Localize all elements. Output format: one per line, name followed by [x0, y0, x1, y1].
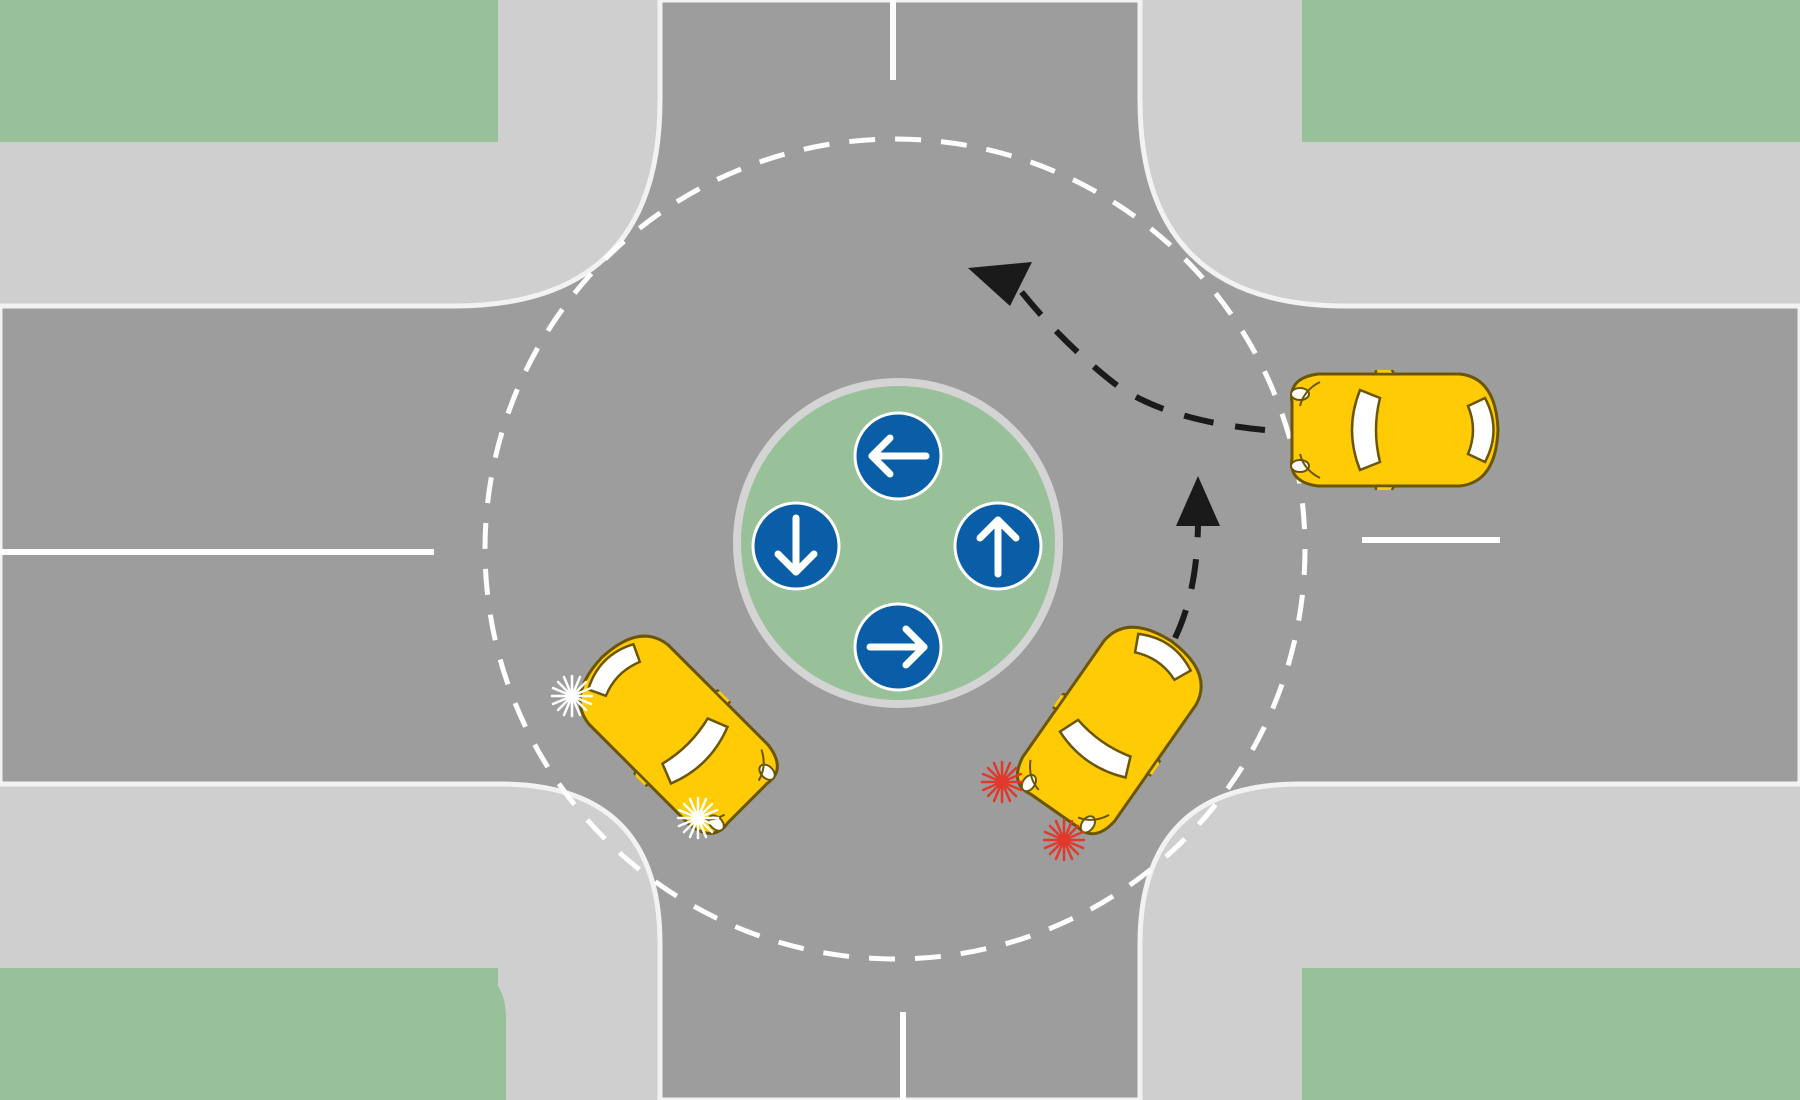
circulating-path-arrowhead: [1176, 476, 1220, 526]
arrow-right-icon: [866, 625, 928, 669]
grass-bottom-left: [0, 968, 506, 1100]
roundabout-dashed-ring: [482, 136, 1308, 962]
grass-top-right: [1302, 0, 1800, 142]
sign-up-arrow: [953, 501, 1043, 591]
arrow-left-icon: [868, 434, 930, 478]
indicator-flash-red-rear: [1042, 818, 1086, 862]
entry-path-arrowhead: [968, 262, 1032, 306]
central-island: [733, 378, 1063, 708]
sign-down-arrow: [751, 501, 841, 591]
sign-right-arrow: [853, 602, 943, 692]
car-east-entry: [1289, 370, 1500, 490]
arrow-down-icon: [774, 514, 818, 576]
circulating-path-arrow: [1172, 519, 1201, 640]
entry-path-arrow: [1017, 288, 1266, 433]
indicator-flash-white-rear: [676, 796, 720, 840]
arrow-up-icon: [976, 516, 1020, 578]
grass-top-left: [0, 0, 498, 142]
indicator-flash-white-front: [550, 674, 594, 718]
grass-bottom-right: [1302, 968, 1800, 1100]
indicator-flash-red-side: [980, 760, 1024, 804]
sign-left-arrow: [853, 411, 943, 501]
